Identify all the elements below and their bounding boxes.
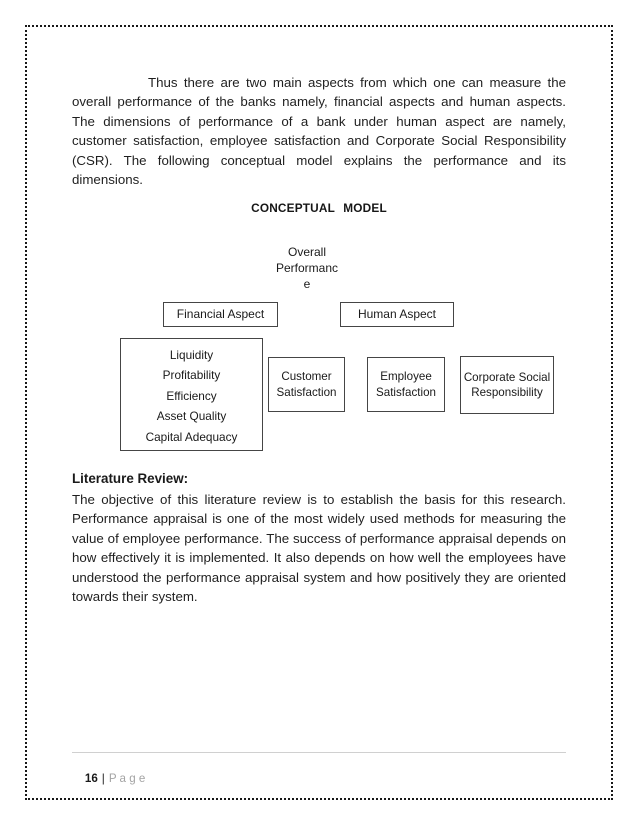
dimension-profitability: Profitability <box>162 368 221 383</box>
corporate-social-responsibility-box: Corporate Social Responsibility <box>460 356 554 414</box>
overall-performance-line: e <box>303 276 311 291</box>
financial-aspect-box: Financial Aspect <box>163 302 278 327</box>
overall-performance-label: Overall Performanc e <box>253 245 361 292</box>
literature-review-heading: Literature Review: <box>72 471 189 486</box>
page-footer: 16|P a g e <box>72 759 145 798</box>
page-dotted-border <box>25 25 613 800</box>
corporate-social-responsibility-label: Corporate Social Responsibility <box>463 370 551 399</box>
overall-performance-line: Performanc <box>275 260 339 275</box>
financial-dimensions-box: Liquidity Profitability Efficiency Asset… <box>120 338 263 451</box>
page-number: 16 <box>84 772 98 785</box>
employee-satisfaction-box: Employee Satisfaction <box>367 357 445 412</box>
human-aspect-box: Human Aspect <box>340 302 454 327</box>
footer-page-word: P a g e <box>108 772 146 785</box>
footer-divider <box>72 752 566 753</box>
employee-satisfaction-label: Employee Satisfaction <box>376 369 436 399</box>
customer-satisfaction-box: Customer Satisfaction <box>268 357 345 412</box>
footer-separator: | <box>101 772 105 785</box>
dimension-liquidity: Liquidity <box>169 348 214 362</box>
dimension-efficiency: Efficiency <box>166 388 217 403</box>
financial-aspect-label: Financial Aspect <box>176 306 265 321</box>
human-aspect-label: Human Aspect <box>357 306 437 321</box>
dimension-capital-adequacy: Capital Adequacy <box>145 429 238 444</box>
customer-satisfaction-label: Customer Satisfaction <box>276 369 337 399</box>
literature-review-paragraph: The objective of this literature review … <box>72 492 566 605</box>
dimension-asset-quality: Asset Quality <box>156 409 227 424</box>
intro-paragraph: Thus there are two main aspects from whi… <box>72 75 566 188</box>
conceptual-model-title: CONCEPTUAL MODEL <box>251 201 387 215</box>
overall-performance-line: Overall <box>287 245 326 259</box>
